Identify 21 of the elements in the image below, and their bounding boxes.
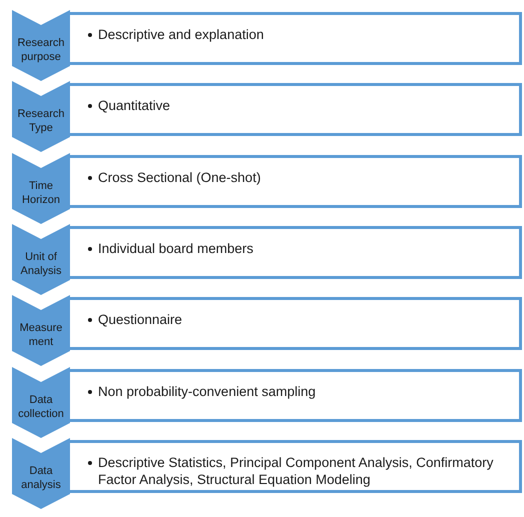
description-box [70, 297, 522, 350]
stage-label: Research purpose [16, 36, 66, 64]
stage-label: Data analysis [20, 464, 62, 492]
description-text: Cross Sectional (One-shot) [98, 168, 261, 186]
description-box [70, 368, 522, 422]
stage-label: Time Horizon [21, 178, 61, 207]
description-text: Descriptive Statistics, Principal Component Analysis, Confirmatory Factor Analysis, Structural Equation Modeling [98, 454, 494, 488]
description-text: Individual board members [98, 240, 254, 257]
description-box [70, 83, 522, 136]
description-box [70, 154, 522, 208]
stage-label: Unit of Analysis [20, 250, 62, 278]
stage-label: Data collection [17, 392, 65, 420]
stage-label: Measure ment [18, 321, 64, 350]
description-box [70, 12, 522, 65]
description-text: Descriptive and explanation [98, 26, 264, 43]
description-box [70, 440, 522, 493]
description-text: Non probability-convenient sampling [98, 382, 316, 400]
stage-label: Research Type [16, 107, 66, 136]
description-box [70, 226, 522, 279]
description-text: Quantitative [98, 97, 170, 114]
description-text: Questionnaire [98, 311, 182, 328]
